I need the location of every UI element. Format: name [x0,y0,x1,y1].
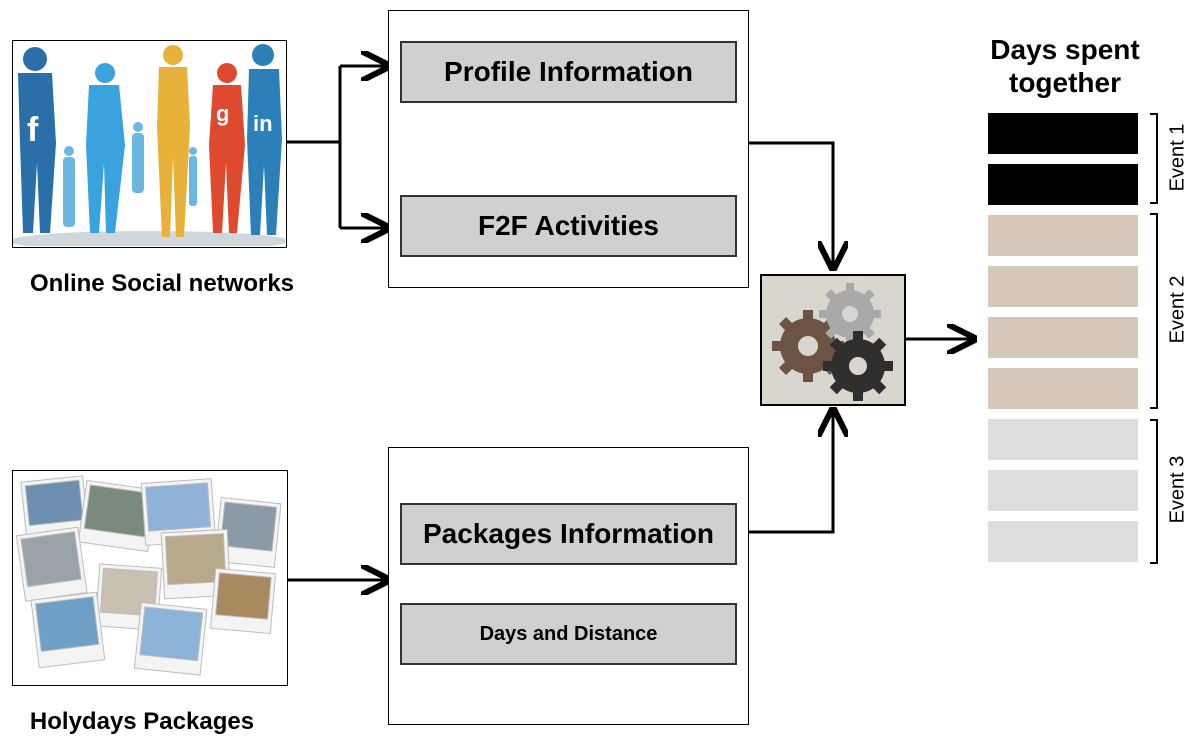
day-bar-event-3 [988,470,1138,511]
svg-text:g: g [216,101,229,126]
event-1-label: Event 1 [1166,123,1189,192]
event-3-label: Event 3 [1166,455,1189,524]
svg-text:f: f [27,111,39,149]
gears-icon [762,276,904,404]
bracket-event-2 [1150,213,1158,409]
output-title: Days spent together [960,33,1170,99]
output-title-line-1: Days spent [990,34,1140,65]
social-network-image: f in g [12,40,287,248]
arrow-top-panel-to-gears [748,141,833,268]
packages-information-box: Packages Information [400,503,737,565]
bracket-event-3 [1150,419,1158,564]
processing-unit [760,274,906,406]
social-features-panel: Profile Information F2F Activities [388,10,749,288]
day-bar-event-3 [988,521,1138,562]
bracket-event-1 [1150,113,1158,204]
f2f-activities-box: F2F Activities [400,195,737,257]
holidays-image [12,470,288,686]
svg-text:in: in [253,111,273,136]
day-bar-event-1 [988,164,1138,205]
holidays-caption: Holydays Packages [29,708,255,735]
travel-photos-collage-icon [13,471,286,684]
day-bar-event-2 [988,266,1138,307]
day-bar-event-2 [988,317,1138,358]
day-bar-event-3 [988,419,1138,460]
arrow-bottom-panel-to-gears [738,410,833,534]
day-bar-event-2 [988,368,1138,409]
profile-information-box: Profile Information [400,41,737,103]
package-features-panel: Packages Information Days and Distance [388,447,749,725]
days-and-distance-box: Days and Distance [400,603,737,665]
day-bar-event-1 [988,113,1138,154]
day-bar-event-2 [988,215,1138,256]
event-2-label: Event 2 [1166,275,1189,344]
output-title-line-2: together [1009,67,1121,98]
social-networks-caption: Online Social networks [29,270,295,297]
social-network-people-icon: f in g [13,41,286,247]
